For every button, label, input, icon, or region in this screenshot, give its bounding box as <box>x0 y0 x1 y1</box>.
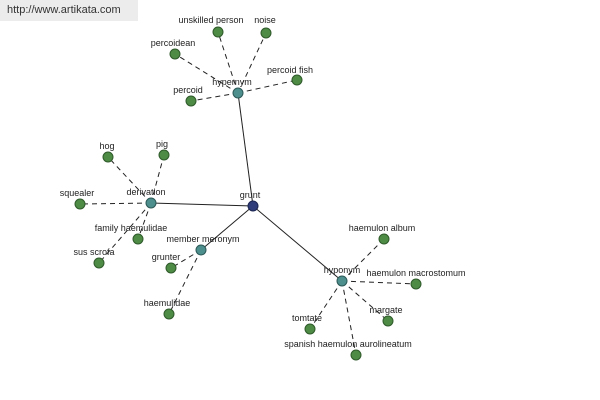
edge-hypernym-percoid-fish <box>237 79 298 94</box>
node-label-noise[interactable]: noise <box>254 15 276 25</box>
node-grunter[interactable] <box>165 262 177 274</box>
node-label-pig[interactable]: pig <box>156 139 168 149</box>
edge-derivation-family-haemulidae <box>137 202 152 240</box>
node-label-squealer[interactable]: squealer <box>60 188 95 198</box>
node-derivation[interactable] <box>145 197 157 209</box>
node-label-percoidean[interactable]: percoidean <box>151 38 196 48</box>
node-label-hypernym[interactable]: hypernym <box>212 77 252 87</box>
node-label-hyponym[interactable]: hyponym <box>324 265 361 275</box>
edge-derivation-hog <box>107 156 152 204</box>
node-label-hog[interactable]: hog <box>99 141 114 151</box>
node-label-tomtate[interactable]: tomtate <box>292 313 322 323</box>
edge-hyponym-margate <box>341 280 389 322</box>
edge-hypernym-percoid <box>190 92 239 102</box>
edge-hypernym-percoidean <box>174 53 239 94</box>
node-hyponym[interactable] <box>336 275 348 287</box>
node-label-spanish-haemulon-aurolineatum[interactable]: spanish haemulon aurolineatum <box>284 339 412 349</box>
edge-derivation-sus-scrofa <box>98 202 152 264</box>
edge-hyponym-haemulon-album <box>341 238 385 282</box>
node-hog[interactable] <box>102 151 114 163</box>
edge-hypernym-noise <box>237 32 267 94</box>
node-label-grunt[interactable]: grunt <box>240 190 261 200</box>
edge-member-meronym-haemulidae <box>168 249 202 315</box>
edge-grunt-derivation <box>150 202 254 207</box>
edge-hyponym-tomtate <box>309 280 343 330</box>
edge-grunt-hyponym <box>252 205 343 282</box>
node-squealer[interactable] <box>74 198 86 210</box>
node-family-haemulidae[interactable] <box>132 233 144 245</box>
node-grunt[interactable] <box>247 200 259 212</box>
node-unskilled-person[interactable] <box>212 26 224 38</box>
edge-grunt-member-meronym <box>200 205 254 251</box>
node-tomtate[interactable] <box>304 323 316 335</box>
node-noise[interactable] <box>260 27 272 39</box>
node-label-percoid[interactable]: percoid <box>173 85 203 95</box>
node-label-member-meronym[interactable]: member meronym <box>166 234 239 244</box>
edge-derivation-squealer <box>79 202 152 205</box>
graph-nodes <box>74 26 422 361</box>
node-percoidean[interactable] <box>169 48 181 60</box>
node-haemulon-macrostomum[interactable] <box>410 278 422 290</box>
node-sus-scrofa[interactable] <box>93 257 105 269</box>
node-hypernym[interactable] <box>232 87 244 99</box>
node-margate[interactable] <box>382 315 394 327</box>
node-pig[interactable] <box>158 149 170 161</box>
node-percoid-fish[interactable] <box>291 74 303 86</box>
node-member-meronym[interactable] <box>195 244 207 256</box>
node-haemulidae[interactable] <box>163 308 175 320</box>
node-label-margate[interactable]: margate <box>369 305 402 315</box>
node-percoid[interactable] <box>185 95 197 107</box>
source-url-banner[interactable]: http://www.artikata.com <box>0 0 138 21</box>
node-label-percoid-fish[interactable]: percoid fish <box>267 65 313 75</box>
edge-member-meronym-grunter <box>170 249 202 269</box>
edge-hyponym-spanish-haemulon-aurolineatum <box>341 280 357 356</box>
node-label-sus-scrofa[interactable]: sus scrofa <box>73 247 114 257</box>
edge-hyponym-haemulon-macrostomum <box>341 280 417 285</box>
node-label-haemulon-macrostomum[interactable]: haemulon macrostomum <box>366 268 465 278</box>
node-label-unskilled-person[interactable]: unskilled person <box>178 15 243 25</box>
graph-labels: grunt hypernym unskilled person noise percoi… <box>60 15 466 349</box>
node-label-derivation[interactable]: derivation <box>126 187 165 197</box>
node-label-grunter[interactable]: grunter <box>152 252 181 262</box>
edge-grunt-hypernym <box>237 92 254 207</box>
edge-hypernym-unskilled-person <box>217 31 239 94</box>
graph-edges <box>79 31 417 356</box>
node-label-haemulon-album[interactable]: haemulon album <box>349 223 416 233</box>
node-haemulon-album[interactable] <box>378 233 390 245</box>
node-spanish-haemulon-aurolineatum[interactable] <box>350 349 362 361</box>
node-label-family-haemulidae[interactable]: family haemulidae <box>95 223 168 233</box>
node-label-haemulidae[interactable]: haemulidae <box>144 298 191 308</box>
